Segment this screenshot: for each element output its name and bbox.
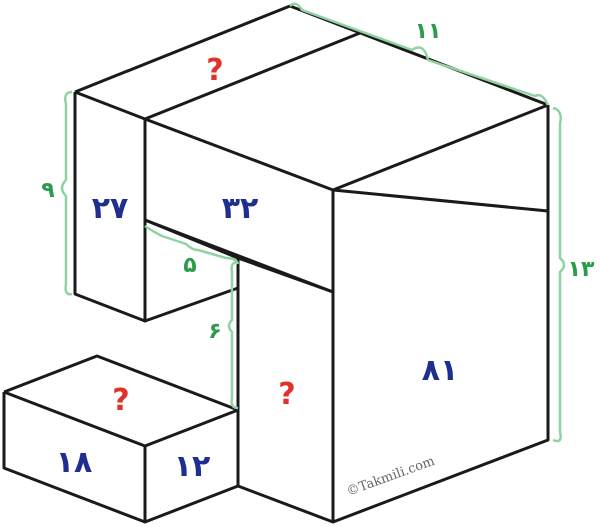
edge-right-block bbox=[331, 105, 550, 524]
edge-small-box bbox=[3, 354, 240, 448]
left-front-face-area: ۲۷ bbox=[92, 191, 129, 226]
notch-height-length: ۶ bbox=[208, 319, 221, 344]
brace-notch-depth bbox=[144, 224, 240, 265]
edge-top-outline bbox=[74, 4, 549, 107]
small-top-unknown: ? bbox=[112, 383, 129, 418]
upper-front-face-area: ۳۲ bbox=[222, 191, 259, 226]
top-strip-unknown: ? bbox=[206, 53, 223, 88]
edges bbox=[2, 4, 550, 524]
edge-upper-block bbox=[144, 103, 549, 192]
left-height-length: ۹ bbox=[41, 178, 54, 203]
right-front-face-area: ۸۱ bbox=[422, 353, 459, 388]
brace-left bbox=[60, 90, 73, 296]
right-height-length: ۱۳ bbox=[568, 257, 595, 282]
brace-right bbox=[552, 106, 566, 443]
edge-notch-top bbox=[237, 256, 334, 294]
middle-front-unknown: ? bbox=[278, 377, 295, 412]
edge-top-divider bbox=[144, 31, 361, 121]
watermark: ©Takmili.com bbox=[345, 454, 437, 500]
edge-upper-right bbox=[332, 188, 549, 213]
dimension-braces bbox=[60, 2, 566, 443]
notch-depth-length: ۵ bbox=[183, 253, 196, 278]
edge-base bbox=[237, 484, 334, 524]
small-front-left-area: ۱۸ bbox=[56, 445, 93, 480]
small-front-right-area: ۱۲ bbox=[174, 449, 211, 484]
brace-top bbox=[289, 2, 550, 106]
edge-small-front bbox=[2, 392, 239, 524]
top-edge-length: ۱۱ bbox=[415, 19, 442, 44]
brace-notch-height bbox=[227, 260, 239, 410]
